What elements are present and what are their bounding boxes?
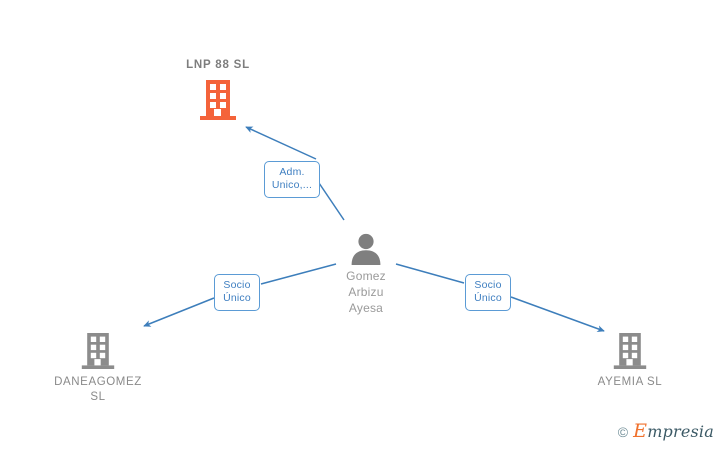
edge-adm-unico [245, 126, 345, 221]
building-icon [38, 331, 158, 371]
node-daneagomez-label: DANEAGOMEZ SL [54, 376, 142, 403]
node-ayemia-label: AYEMIA SL [597, 376, 663, 388]
edge-label-adm-unico[interactable]: Adm. Unico,... [264, 161, 320, 198]
brand-wordmark: Empresia [633, 422, 714, 441]
building-icon [158, 78, 278, 122]
node-lnp88[interactable]: LNP 88 SL [158, 58, 278, 122]
edge-label-socio-unico-right[interactable]: Socio Único [465, 274, 511, 311]
node-person-label: Gomez Arbizu Ayesa [346, 269, 386, 315]
building-icon [570, 331, 690, 371]
watermark-empresia: © Empresia [618, 422, 714, 441]
edge-socio-right [395, 263, 605, 332]
person-icon [306, 233, 426, 265]
node-ayemia-sl[interactable]: AYEMIA SL [570, 331, 690, 390]
node-daneagomez-sl[interactable]: DANEAGOMEZ SL [38, 331, 158, 405]
node-person-gomez-arbizu-ayesa[interactable]: Gomez Arbizu Ayesa [306, 233, 426, 316]
edge-socio-left [143, 263, 337, 327]
copyright-icon: © [617, 423, 629, 440]
brand-rest: mpresia [647, 422, 714, 441]
edge-label-socio-unico-left[interactable]: Socio Único [214, 274, 260, 311]
node-lnp88-label: LNP 88 SL [186, 59, 250, 71]
brand-initial: E [633, 420, 648, 442]
